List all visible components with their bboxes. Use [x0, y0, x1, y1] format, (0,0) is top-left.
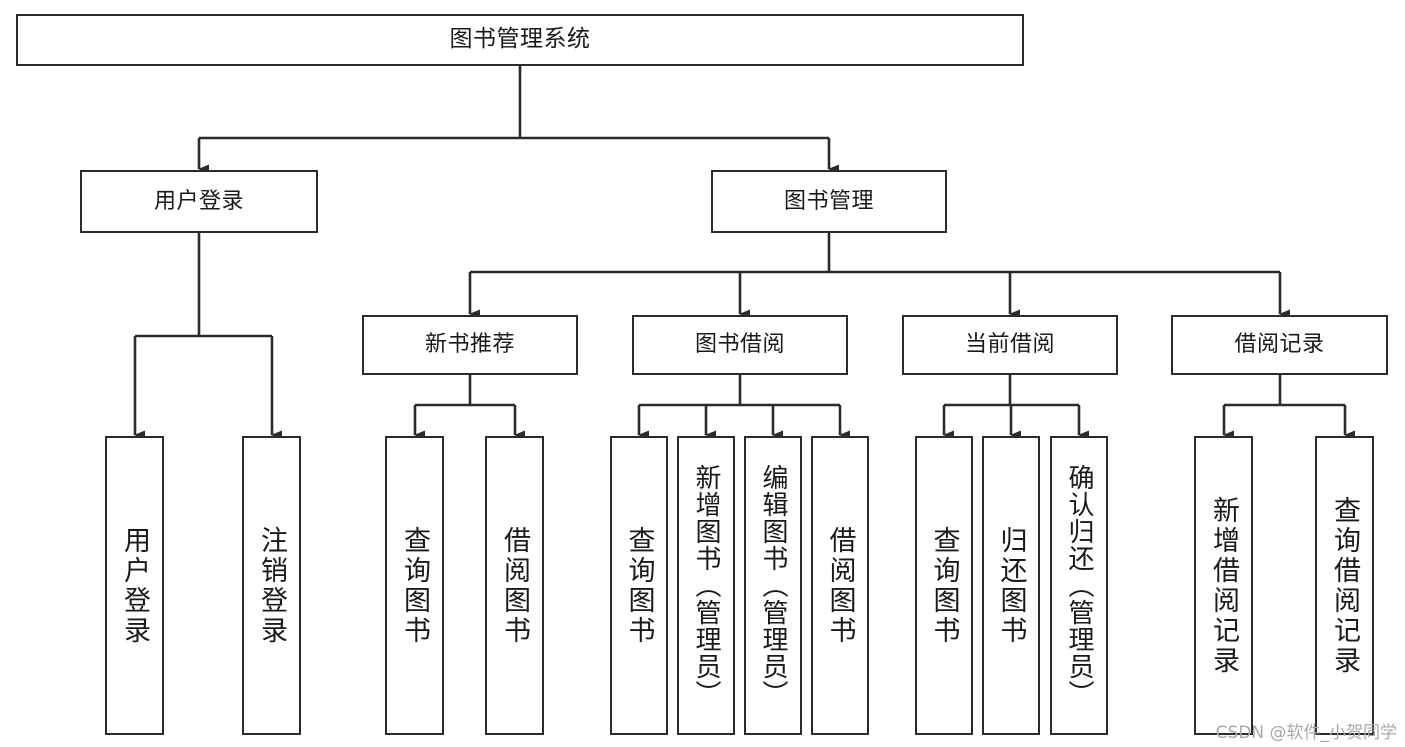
- node-label: 查询图书: [623, 525, 655, 646]
- node-label: 查询图书: [928, 525, 960, 646]
- node-user-login[interactable]: 用户登录: [80, 170, 318, 233]
- node-leaf-edit-book[interactable]: 编辑图书（管理员）: [744, 436, 802, 735]
- node-leaf-add-record[interactable]: 新增借阅记录: [1194, 436, 1253, 735]
- node-label: 编辑图书（管理员）: [758, 464, 788, 707]
- node-label: 图书管理系统: [449, 26, 591, 53]
- node-leaf-confirm-return[interactable]: 确认归还（管理员）: [1050, 436, 1108, 735]
- node-label: 借阅记录: [1234, 332, 1325, 358]
- node-label: 归还图书: [995, 525, 1027, 646]
- node-label: 用户登录: [119, 525, 150, 646]
- csdn-watermark: CSDN @软件_小贺同学: [1215, 723, 1397, 743]
- node-label: 图书管理: [783, 188, 874, 214]
- node-book-borrow[interactable]: 图书借阅: [632, 315, 848, 375]
- node-label: 新增借阅记录: [1208, 495, 1239, 676]
- node-leaf-query-book-borrow[interactable]: 查询图书: [610, 436, 668, 735]
- node-leaf-logout[interactable]: 注销登录: [242, 436, 301, 735]
- node-current-borrow[interactable]: 当前借阅: [902, 315, 1118, 375]
- node-leaf-query-record[interactable]: 查询借阅记录: [1315, 436, 1374, 735]
- node-root-system[interactable]: 图书管理系统: [16, 14, 1024, 66]
- node-book-manage[interactable]: 图书管理: [711, 170, 947, 233]
- node-label: 查询借阅记录: [1329, 495, 1360, 676]
- node-label: 确认归还（管理员）: [1064, 464, 1094, 707]
- node-leaf-borrow-book[interactable]: 借阅图书: [811, 436, 869, 735]
- node-label: 图书借阅: [694, 332, 785, 358]
- connector-lines: [133, 66, 1355, 440]
- node-label: 查询图书: [399, 525, 430, 646]
- node-label: 借阅图书: [499, 525, 530, 646]
- node-new-book-rec[interactable]: 新书推荐: [362, 315, 578, 375]
- node-label: 注销登录: [256, 525, 287, 646]
- node-label: 新增图书（管理员）: [691, 464, 721, 707]
- node-leaf-add-book[interactable]: 新增图书（管理员）: [677, 436, 735, 735]
- node-label: 用户登录: [153, 188, 244, 214]
- node-label: 新书推荐: [424, 332, 515, 358]
- node-label: 当前借阅: [964, 332, 1055, 358]
- node-leaf-borrow-book-rec[interactable]: 借阅图书: [485, 436, 544, 735]
- node-borrow-record[interactable]: 借阅记录: [1171, 315, 1388, 375]
- node-leaf-query-book-rec[interactable]: 查询图书: [385, 436, 444, 735]
- node-leaf-return-book[interactable]: 归还图书: [982, 436, 1040, 735]
- node-label: 借阅图书: [824, 525, 856, 646]
- node-leaf-user-login[interactable]: 用户登录: [105, 436, 164, 735]
- node-leaf-query-book-cur[interactable]: 查询图书: [915, 436, 973, 735]
